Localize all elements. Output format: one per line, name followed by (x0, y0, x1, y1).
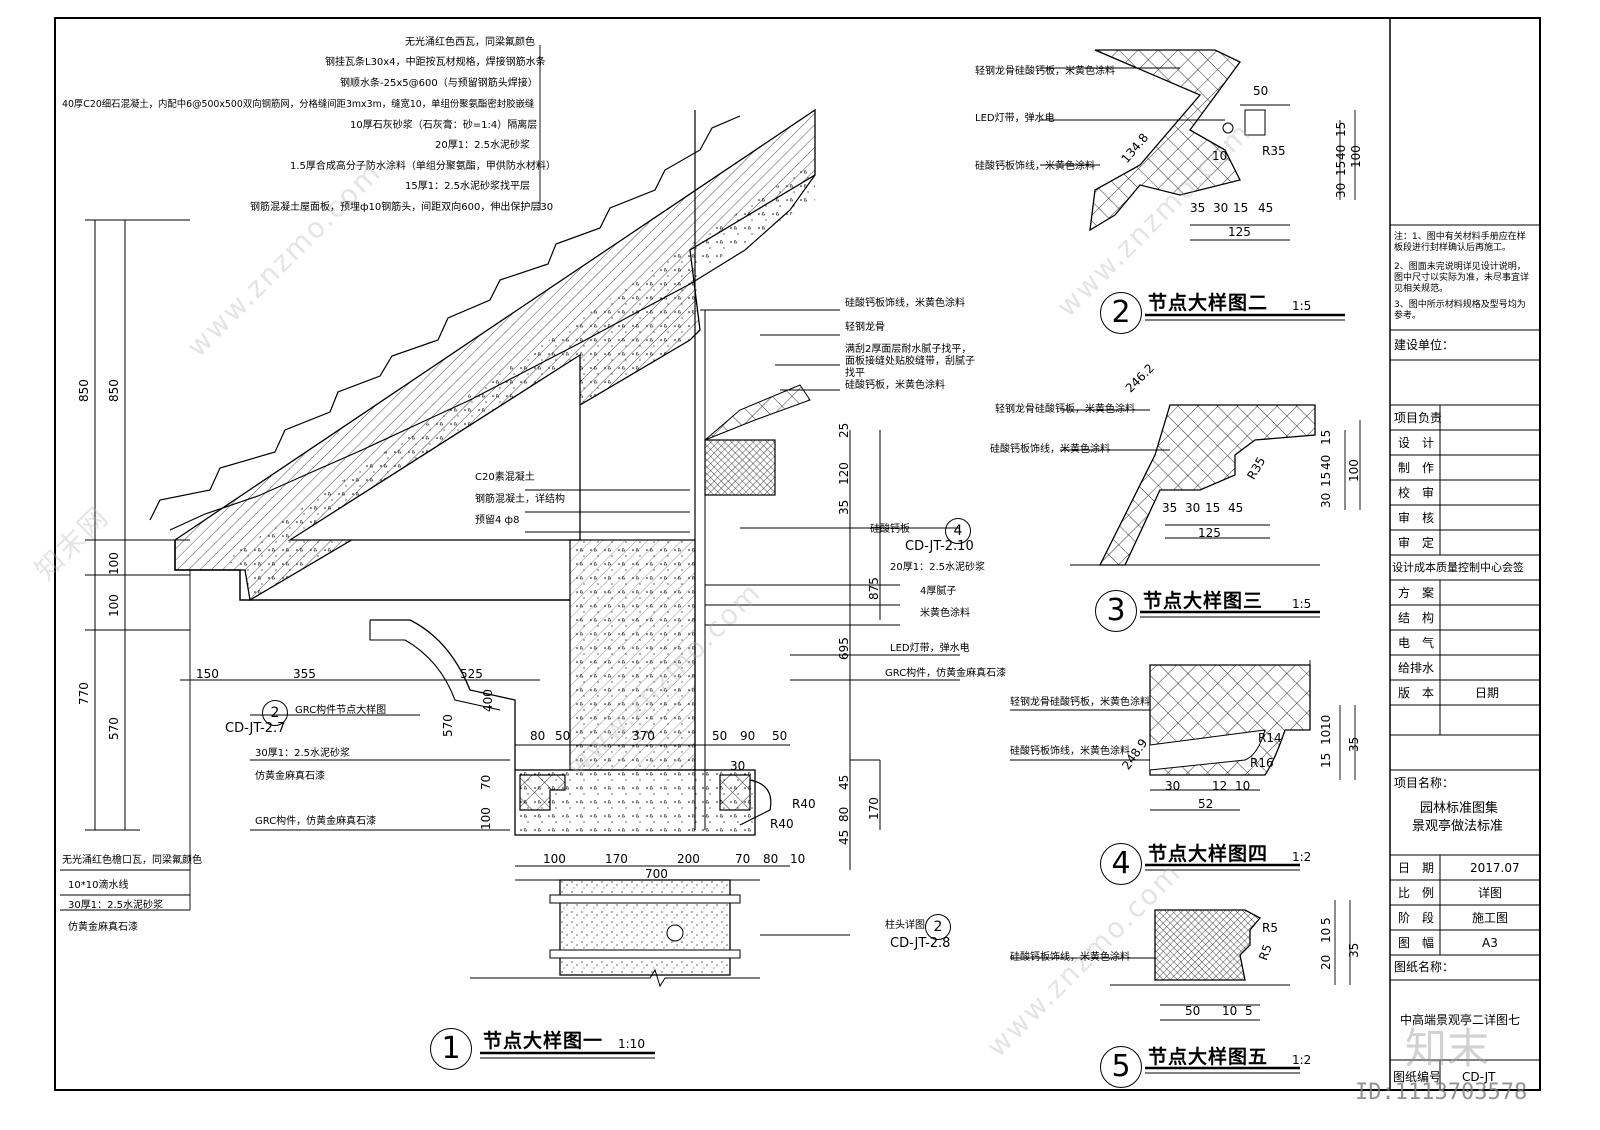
detail-2-drawing (1040, 49, 1356, 321)
detail-4-drawing (1010, 660, 1356, 871)
detail-3-drawing (1060, 404, 1361, 618)
title-block-grid (1390, 224, 1540, 1090)
detail-5-drawing (1010, 900, 1351, 1074)
detail-1-drawing (60, 45, 960, 1059)
